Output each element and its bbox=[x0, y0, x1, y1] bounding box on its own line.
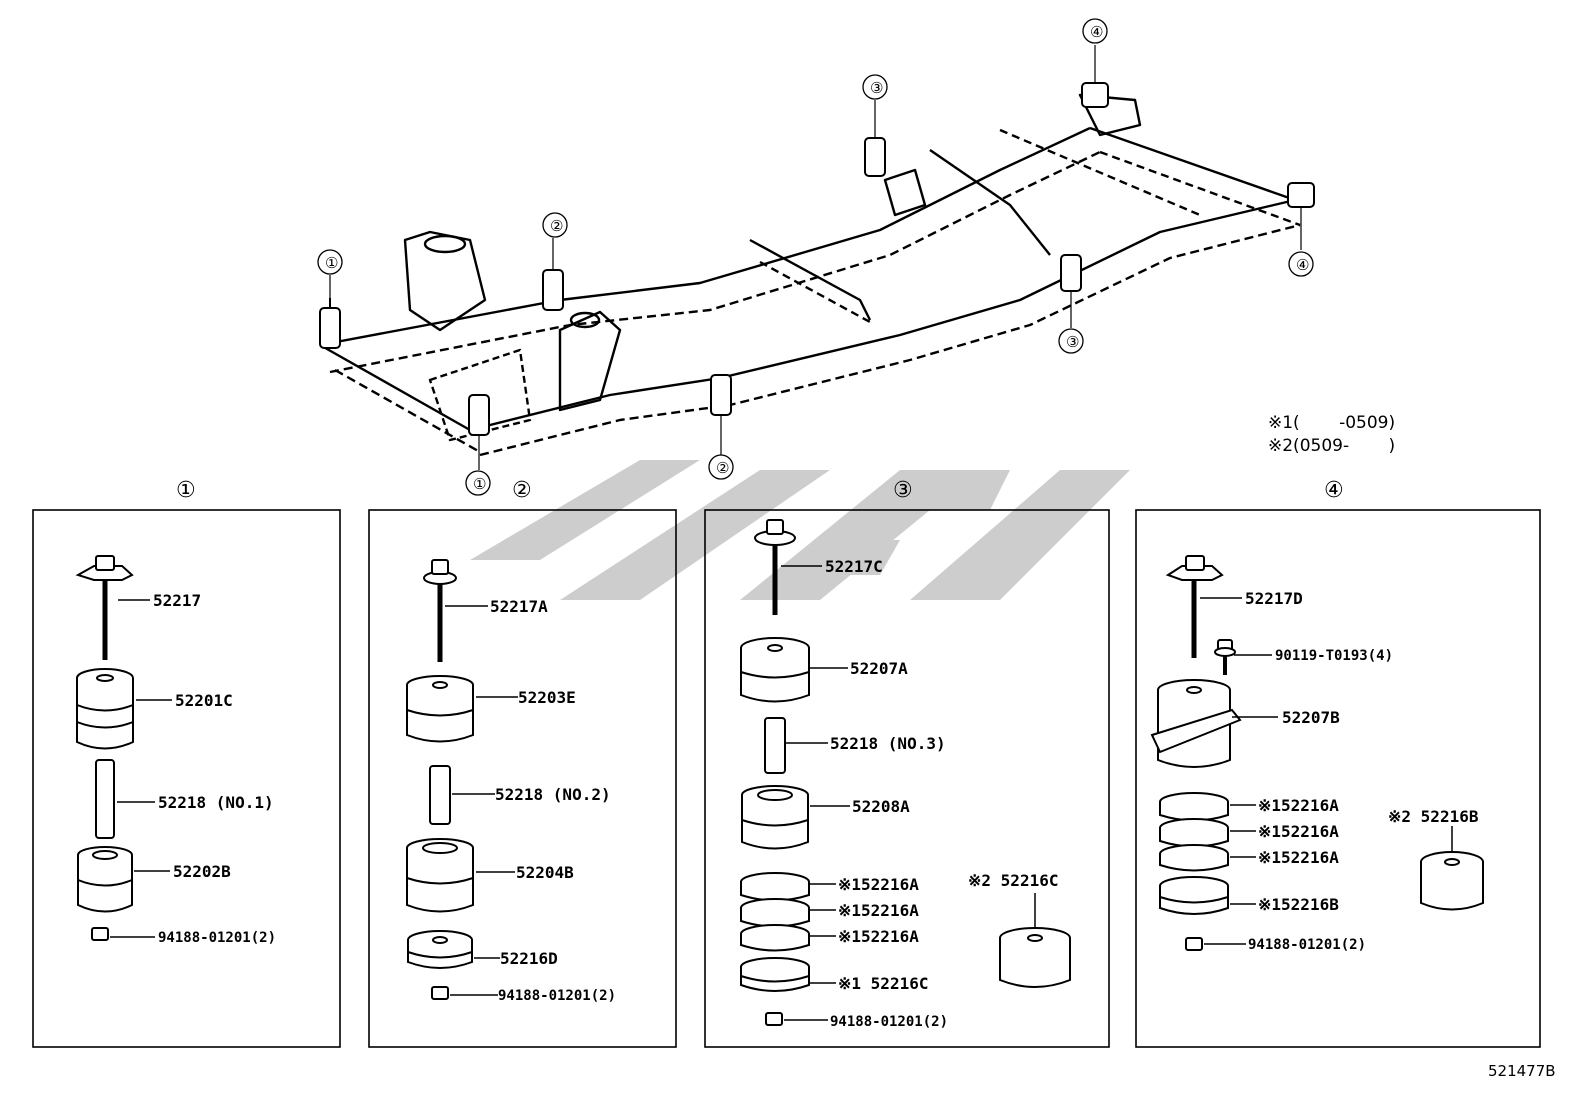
part-52216c-2: ※2 52216C bbox=[968, 871, 1058, 890]
part-94188-01201: 94188-01201(2) bbox=[830, 1014, 948, 1030]
part-52217: 52217 bbox=[153, 591, 201, 610]
callout-1-left: ① bbox=[317, 249, 343, 275]
svg-text:③: ③ bbox=[1066, 333, 1079, 351]
callout-3-top: ③ bbox=[862, 74, 888, 100]
part-52216a-3: ※152216A bbox=[1258, 848, 1339, 867]
svg-text:④: ④ bbox=[1296, 256, 1309, 274]
callout-2-bottom: ② bbox=[708, 454, 734, 480]
panel-3: 52217C 52207A 52218 (NO.3) 52208A ※15221… bbox=[704, 509, 1110, 1048]
panel-1-number: ① bbox=[176, 478, 196, 503]
part-94188-01201: 94188-01201(2) bbox=[1248, 937, 1366, 953]
part-52217a: 52217A bbox=[490, 597, 548, 616]
panel-3-number: ③ bbox=[893, 478, 913, 503]
part-52217d: 52217D bbox=[1245, 589, 1303, 608]
watermark-logo bbox=[470, 460, 1130, 600]
part-52208a: 52208A bbox=[852, 797, 910, 816]
part-52216a-2: ※152216A bbox=[1258, 822, 1339, 841]
panel-2: 52217A 52203E 52218 (NO.2) 52204B 52216D… bbox=[368, 509, 677, 1048]
callout-3-right: ③ bbox=[1058, 328, 1084, 354]
callout-2-top: ② bbox=[542, 212, 568, 238]
part-52218-no3: 52218 (NO.3) bbox=[830, 734, 946, 753]
svg-text:②: ② bbox=[550, 217, 563, 235]
part-52207a: 52207A bbox=[850, 659, 908, 678]
part-52216c-1: ※1 52216C bbox=[838, 974, 928, 993]
frame-callout-labels: ① ① ② ② ③ ③ ④ ④ bbox=[317, 18, 1314, 496]
note-1: ※1( -0509) bbox=[1268, 413, 1395, 433]
callout-4-top: ④ bbox=[1082, 18, 1108, 44]
part-94188-01201: 94188-01201(2) bbox=[498, 988, 616, 1004]
part-52217c: 52217C bbox=[825, 557, 883, 576]
part-52216a-2: ※152216A bbox=[838, 901, 919, 920]
panel-1: 52217 52201C 52218 (NO.1) 52202B 94188-0… bbox=[32, 509, 341, 1048]
part-52216b-2: ※2 52216B bbox=[1388, 807, 1479, 826]
svg-text:③: ③ bbox=[870, 79, 883, 97]
part-52218-no2: 52218 (NO.2) bbox=[495, 785, 611, 804]
svg-text:①: ① bbox=[325, 254, 338, 272]
part-52216b-1: ※152216B bbox=[1258, 895, 1339, 914]
chassis-frame-illustration bbox=[319, 93, 1301, 457]
part-52203e: 52203E bbox=[518, 688, 576, 707]
part-52202b: 52202B bbox=[173, 862, 231, 881]
svg-text:④: ④ bbox=[1090, 23, 1103, 41]
svg-text:②: ② bbox=[716, 459, 729, 477]
part-52201c: 52201C bbox=[175, 691, 233, 710]
part-52216d: 52216D bbox=[500, 949, 558, 968]
diagram-id: 521477B bbox=[1488, 1062, 1556, 1080]
panel-4: 52217D 90119-T0193(4) 52207B ※152216A ※1… bbox=[1135, 509, 1541, 1048]
frame-mount-cushions bbox=[319, 45, 1315, 470]
part-94188-01201: 94188-01201(2) bbox=[158, 930, 276, 946]
svg-text:①: ① bbox=[473, 475, 486, 493]
callout-4-right: ④ bbox=[1288, 251, 1314, 277]
part-52216a-1: ※152216A bbox=[1258, 796, 1339, 815]
panel-4-number: ④ bbox=[1324, 478, 1344, 503]
panel-2-number: ② bbox=[512, 478, 532, 503]
callout-1-bottom: ① bbox=[465, 470, 491, 496]
part-52207b: 52207B bbox=[1282, 708, 1340, 727]
part-52204b: 52204B bbox=[516, 863, 574, 882]
note-2: ※2(0509- ) bbox=[1268, 436, 1395, 456]
part-52218-no1: 52218 (NO.1) bbox=[158, 793, 274, 812]
part-90119-t0193: 90119-T0193(4) bbox=[1275, 648, 1393, 664]
part-52216a-1: ※152216A bbox=[838, 875, 919, 894]
part-52216a-3: ※152216A bbox=[838, 927, 919, 946]
